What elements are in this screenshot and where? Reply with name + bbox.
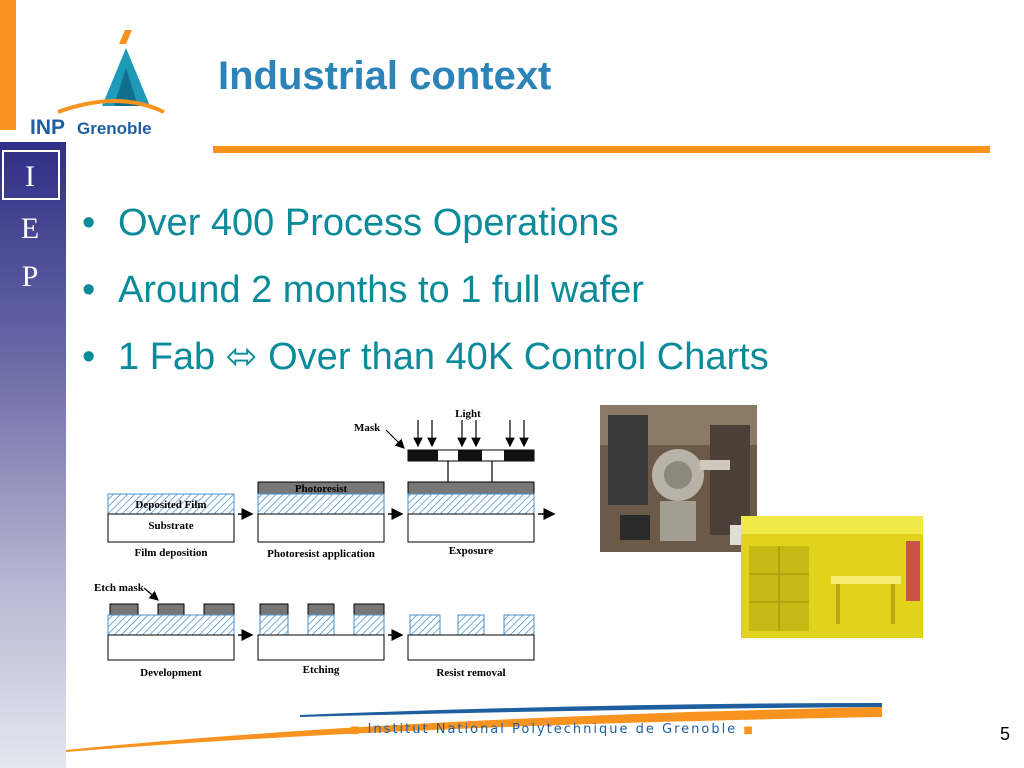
step-development: Etch mask Development	[94, 582, 235, 679]
film-deposition-caption: Film deposition	[134, 547, 207, 559]
resist-removal-caption: Resist removal	[436, 667, 505, 679]
bullet-item: • 1 Fab ⬄ Over than 40K Control Charts	[82, 324, 769, 391]
slide-title: Industrial context	[218, 54, 552, 98]
footer-square-right: ■	[743, 725, 755, 736]
film-segment	[457, 614, 485, 636]
page-number: 5	[1000, 724, 1011, 744]
mask-block	[408, 450, 438, 461]
resist-block	[109, 603, 139, 616]
film-layer	[407, 493, 535, 515]
substrate-layer	[407, 634, 535, 661]
fab-equipment-photo	[600, 405, 757, 552]
substrate-layer	[407, 513, 535, 543]
step-photoresist-application: Photoresist Photoresist application	[257, 481, 385, 560]
film-segment	[307, 614, 335, 636]
footer-swoosh	[66, 703, 882, 752]
resist-block	[353, 603, 385, 616]
light-arrows	[413, 420, 529, 482]
step-etching: Etching	[257, 603, 385, 676]
logo-triangle-inner	[114, 68, 138, 106]
step-resist-removal: Resist removal	[407, 614, 535, 679]
light-label: Light	[455, 408, 481, 420]
etching-caption: Etching	[303, 664, 340, 676]
bullet-dot: •	[82, 336, 96, 378]
resist-block	[259, 603, 289, 616]
substrate-layer	[257, 634, 385, 661]
footer-text: Institut National Polytechnique de Greno…	[367, 722, 738, 737]
film-layer	[257, 493, 385, 515]
photolithography-process-diagram: Deposited Film Substrate Film deposition…	[94, 408, 556, 679]
sidebar-selection-frame	[2, 150, 60, 200]
photoresist-layer	[407, 481, 535, 495]
film-segment	[409, 614, 441, 636]
bullet-text: Around 2 months to 1 full wafer	[118, 269, 644, 311]
bullet-list: • Over 400 Process Operations • Around 2 m…	[82, 190, 769, 391]
film-layer	[107, 614, 235, 636]
etch-mask-label: Etch mask	[94, 582, 145, 594]
bullet-dot: •	[82, 269, 96, 311]
deposited-film-label: Deposited Film	[135, 499, 206, 511]
substrate-layer	[107, 513, 235, 543]
footer-institute-name: ■ Institut National Polytechnique de Gre…	[350, 722, 755, 737]
title-underline	[213, 146, 990, 153]
film-segment	[259, 614, 289, 636]
resist-block	[307, 603, 335, 616]
mask-label: Mask	[354, 422, 381, 434]
bullet-item: • Around 2 months to 1 full wafer	[82, 257, 769, 324]
film-segment	[353, 614, 385, 636]
sidebar-letter-i: I	[25, 160, 35, 193]
bullet-dot: •	[82, 202, 96, 244]
bullet-text: 1 Fab ⬄ Over than 40K Control Charts	[118, 336, 769, 378]
step-film-deposition: Deposited Film Substrate Film deposition	[107, 493, 235, 559]
mask-block	[458, 450, 482, 461]
bullet-item: • Over 400 Process Operations	[82, 190, 769, 257]
bullet-text: Over 400 Process Operations	[118, 202, 619, 244]
resist-block	[203, 603, 235, 616]
resist-block	[157, 603, 185, 616]
substrate-layer	[257, 513, 385, 543]
mask-pointer	[385, 429, 405, 449]
mask-block	[504, 450, 534, 461]
substrate-layer	[107, 634, 235, 661]
substrate-label: Substrate	[148, 520, 193, 532]
logo-swoosh	[57, 99, 165, 114]
logo-wordmark-inp: INP	[30, 116, 65, 138]
logo-wordmark-grenoble: Grenoble	[77, 119, 152, 138]
sidebar	[0, 142, 66, 768]
sidebar-letter-e: E	[20, 212, 40, 245]
sidebar-letter-p: P	[21, 260, 39, 293]
photoresist-application-caption: Photoresist application	[267, 548, 375, 560]
inp-grenoble-logo: INP Grenoble	[30, 30, 165, 138]
left-orange-bar	[0, 0, 16, 130]
exposure-caption: Exposure	[449, 545, 494, 557]
logo-flame-shape	[119, 30, 132, 44]
etch-mask-pointer	[143, 587, 159, 601]
development-caption: Development	[140, 667, 202, 679]
footer-square-left: ■	[350, 725, 362, 736]
film-segment	[503, 614, 535, 636]
cleanroom-photo	[741, 516, 923, 638]
step-exposure: Light Mask Exposure	[354, 408, 535, 557]
photoresist-label: Photoresist	[295, 483, 348, 495]
